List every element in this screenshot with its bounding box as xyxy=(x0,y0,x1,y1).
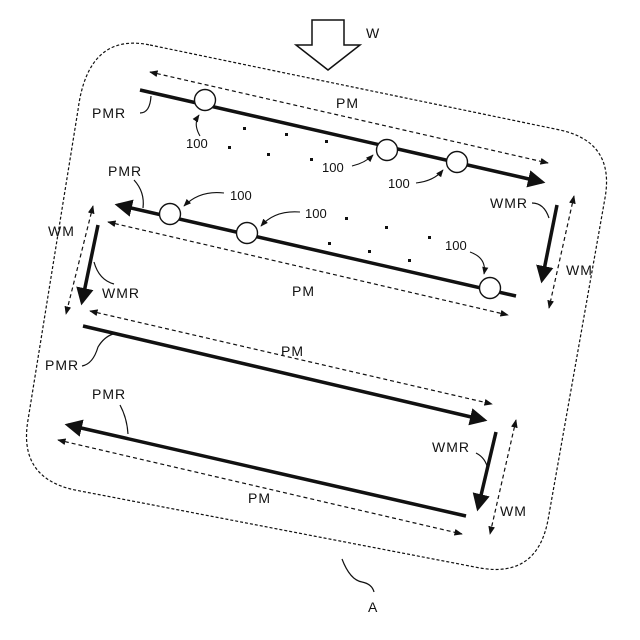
unit-circle-3 xyxy=(447,152,468,173)
region-a-label: A xyxy=(368,599,378,615)
pm-dimension-line-2 xyxy=(108,222,508,315)
pm-label-4: PM xyxy=(248,490,271,506)
wmr-leader-left-1 xyxy=(94,262,114,284)
wm-scan-arrow-right-2 xyxy=(478,432,496,508)
pm-label-1: PM xyxy=(336,95,359,111)
pm-dimension-line-4 xyxy=(58,440,462,534)
unit-label-5: 100 xyxy=(305,206,327,221)
pmr-label-1: PMR xyxy=(92,105,126,121)
wm-label-left-1: WM xyxy=(48,223,75,239)
wmr-label-left-1: WMR xyxy=(102,285,140,301)
w-direction-arrow xyxy=(296,20,360,70)
unit-label-4: 100 xyxy=(230,188,252,203)
unit-leader-4 xyxy=(184,193,224,206)
unit-leader-5 xyxy=(261,212,300,226)
pmr-label-3: PMR xyxy=(45,357,79,373)
unit-label-2: 100 xyxy=(322,160,344,175)
wm-dimension-line-right-1 xyxy=(549,196,574,308)
wm-scan-arrow-right-1 xyxy=(542,205,557,280)
wm-label-right-1: WM xyxy=(566,262,593,278)
region-a-leader xyxy=(342,559,374,592)
pmr-leader-4 xyxy=(120,405,128,434)
continuation-dots-1 xyxy=(228,127,328,161)
unit-leader-1 xyxy=(196,115,200,136)
wmr-label-right-2: WMR xyxy=(432,439,470,455)
w-label: W xyxy=(366,25,380,41)
unit-leader-6 xyxy=(470,252,484,274)
unit-leader-3 xyxy=(416,170,443,183)
region-a-boundary xyxy=(27,43,607,569)
unit-label-6: 100 xyxy=(445,238,467,253)
unit-circle-4 xyxy=(160,204,181,225)
wmr-leader-right-1 xyxy=(532,203,549,218)
pmr-leader-1 xyxy=(140,96,151,113)
wm-scan-arrow-left-1 xyxy=(82,225,98,302)
unit-circle-6 xyxy=(480,278,501,299)
unit-label-3: 100 xyxy=(388,176,410,191)
pm-dimension-line-1 xyxy=(150,72,548,163)
pmr-leader-2 xyxy=(134,180,143,208)
pm-label-3: PM xyxy=(281,343,304,359)
pmr-leader-3 xyxy=(82,334,113,366)
wmr-label-right-1: WMR xyxy=(490,195,528,211)
pm-scan-arrow-3 xyxy=(83,326,484,420)
pmr-label-2: PMR xyxy=(108,163,142,179)
unit-label-1: 100 xyxy=(186,136,208,151)
pm-label-2: PM xyxy=(292,283,315,299)
unit-circle-5 xyxy=(237,223,258,244)
wm-label-right-2: WM xyxy=(500,503,527,519)
unit-circle-2 xyxy=(377,140,398,161)
unit-circle-1 xyxy=(195,90,216,111)
pmr-label-4: PMR xyxy=(92,386,126,402)
unit-leader-2 xyxy=(352,155,373,166)
